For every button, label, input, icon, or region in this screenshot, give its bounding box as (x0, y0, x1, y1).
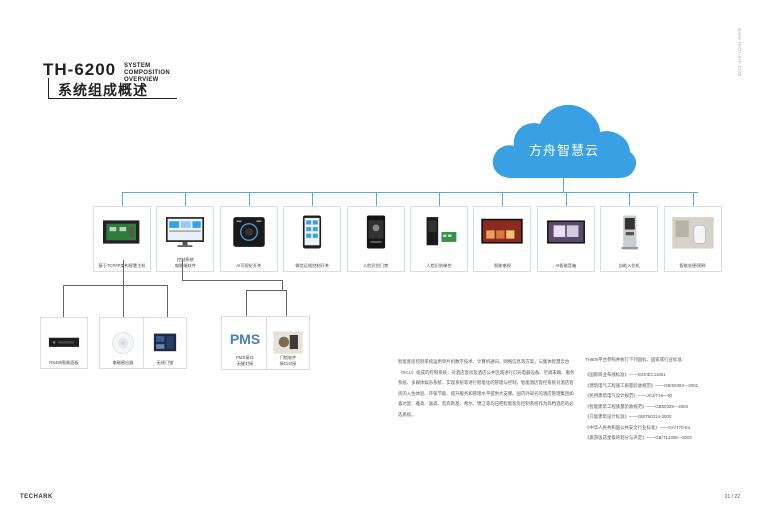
cloud-connector (563, 178, 564, 192)
controller-board-icon (98, 211, 146, 253)
top-device-label: 智能坐便/图释 (679, 262, 706, 268)
top-device-label: 智能电视 (494, 262, 511, 268)
top-device-card: 人脸识别梯控 (410, 206, 468, 272)
left-branch-a (63, 285, 64, 317)
standard-item: 《建筑电气工程施工质量验收规范》——GB/50303—2002 (585, 382, 698, 388)
cloud-icon (492, 104, 637, 178)
standards-intro: TH600平台参照并执行下列国标、国家或行业标准： (585, 357, 686, 362)
top-device-label: 基于TCP/IP架构智慧主机 (98, 262, 146, 268)
sensor-icon (104, 322, 142, 364)
right-branch-b (286, 290, 287, 316)
page-number: 21 / 22 (724, 494, 740, 500)
device-connector (248, 192, 250, 206)
standard-item: 《只能建筑设计标准》——GB/T50314-2000 (585, 414, 672, 419)
standard-item: 《国际商业布线标准》——ISO/IEC11801 (585, 372, 666, 377)
bottom-left-device-card: RS485智能面板 (40, 317, 88, 369)
bottom-right-device-card: 门锁软件 接口对接 (266, 316, 310, 370)
top-device-card: 基于TCP/IP架构智慧主机 (93, 206, 151, 272)
top-device-card: 控制系统 电脑端软件 (156, 206, 215, 272)
right-branch-line (182, 280, 282, 281)
door-lock-icon (271, 321, 305, 363)
device-connector (185, 192, 187, 206)
top-device-label: 控制系统 电脑端软件 (174, 257, 196, 268)
kiosk-icon (605, 211, 653, 253)
top-device-label: AI智能音箱 (555, 262, 577, 268)
standard-item: 《中华人民共和国公共安全行业标准》——GA/T70-94 (585, 424, 690, 430)
top-device-card: 自助入住机 (600, 206, 659, 272)
bottom-left-device-card: 电磁感应器 (99, 317, 147, 369)
top-device-card: 人脸识别门禁 (346, 206, 405, 272)
left-branch-drop (123, 260, 124, 285)
wireless-module-icon (148, 322, 182, 364)
bottom-right-device-label: PMS接口 无缝对接 (236, 355, 254, 366)
smart-tv-icon (478, 211, 526, 253)
bottom-left-device-label: 无线门锁 (156, 359, 174, 365)
model-title: TH-6200 (43, 60, 117, 79)
device-connector (565, 192, 567, 206)
left-branch-line (63, 285, 123, 286)
right-branch-drop (182, 260, 183, 280)
right-branch-mid (282, 280, 283, 290)
title-bracket (48, 78, 177, 99)
pms-icon: PMS (226, 321, 264, 363)
rs485-panel-icon (45, 322, 83, 364)
top-device-card: 微信远程控制开关 (283, 206, 342, 272)
vertical-url: www.tech-ark.com (736, 28, 742, 77)
cloud-label: 方舟智慧云 (528, 143, 599, 158)
pms-logo-text: PMS (229, 331, 261, 347)
bottom-right-device-card: PMS PMS接口 无缝对接 (221, 316, 269, 370)
bottom-left-device-label: RS485智能面板 (49, 359, 79, 365)
top-device-label: AI可视化开关 (236, 262, 262, 268)
top-device-label: 自助入住机 (618, 262, 640, 268)
standard-item: 《民用建筑电气设计规范》——JGJ/T16—92 (585, 393, 673, 398)
bathroom-icon (669, 211, 717, 253)
smartphone-app-icon (288, 211, 336, 253)
top-device-label: 微信远程控制开关 (295, 262, 329, 268)
device-connector (502, 192, 504, 206)
bottom-left-device-card: 无线门锁 (143, 317, 187, 369)
top-device-label: 人脸识别梯控 (426, 262, 452, 268)
device-connector (122, 192, 123, 206)
device-connector (439, 192, 440, 206)
right-branch-line-2 (246, 290, 286, 291)
left-branch-b (123, 285, 124, 317)
page-title: 系统组成概述 (58, 82, 148, 98)
standard-item: 《旅游饭店星级的划分与评定》——GB/T14308—2003 (585, 435, 692, 440)
left-branch-c (167, 285, 168, 317)
device-connector (375, 192, 377, 206)
standards-list: 《国际商业布线标准》——ISO/IEC11801 《建筑电气工程施工质量验收规范》… (585, 370, 698, 444)
top-device-card: 智能坐便/图释 (663, 206, 722, 272)
top-device-card: 智能电视 (473, 206, 532, 272)
footer-brand: TECHARK (20, 494, 53, 500)
subtitle-en-text: SYSTEM COMPOSITION OVERVIEW (124, 63, 170, 83)
top-device-card: AI可视化开关 (219, 206, 278, 272)
subtitle-en: SYSTEM COMPOSITION OVERVIEW (124, 63, 186, 84)
left-branch-line-2 (123, 285, 167, 286)
device-connector (629, 192, 631, 206)
top-device-card: AI智能音箱 (536, 206, 595, 272)
face-access-terminal-icon (352, 211, 400, 253)
smart-switch-panel-icon (225, 211, 273, 253)
bottom-left-device-label: 电磁感应器 (112, 359, 134, 365)
smart-display-icon (542, 211, 590, 253)
device-connector (312, 192, 314, 206)
standard-item: 《智能建筑工程质量验收规范》——GB50339—2003 (585, 403, 688, 409)
bottom-right-device-label: 门锁软件 接口对接 (279, 355, 297, 366)
elevator-control-icon (415, 211, 463, 253)
device-connector (692, 192, 694, 206)
main-bus-line (122, 192, 698, 193)
top-device-label: 人脸识别门禁 (363, 262, 389, 268)
right-branch-a (246, 290, 247, 316)
description-text: 智能客房控制系统运用单片机数字技术、计算机通讯、网络信息等方案，与集体智慧云台（… (398, 359, 575, 417)
monitor-software-icon (161, 211, 209, 253)
